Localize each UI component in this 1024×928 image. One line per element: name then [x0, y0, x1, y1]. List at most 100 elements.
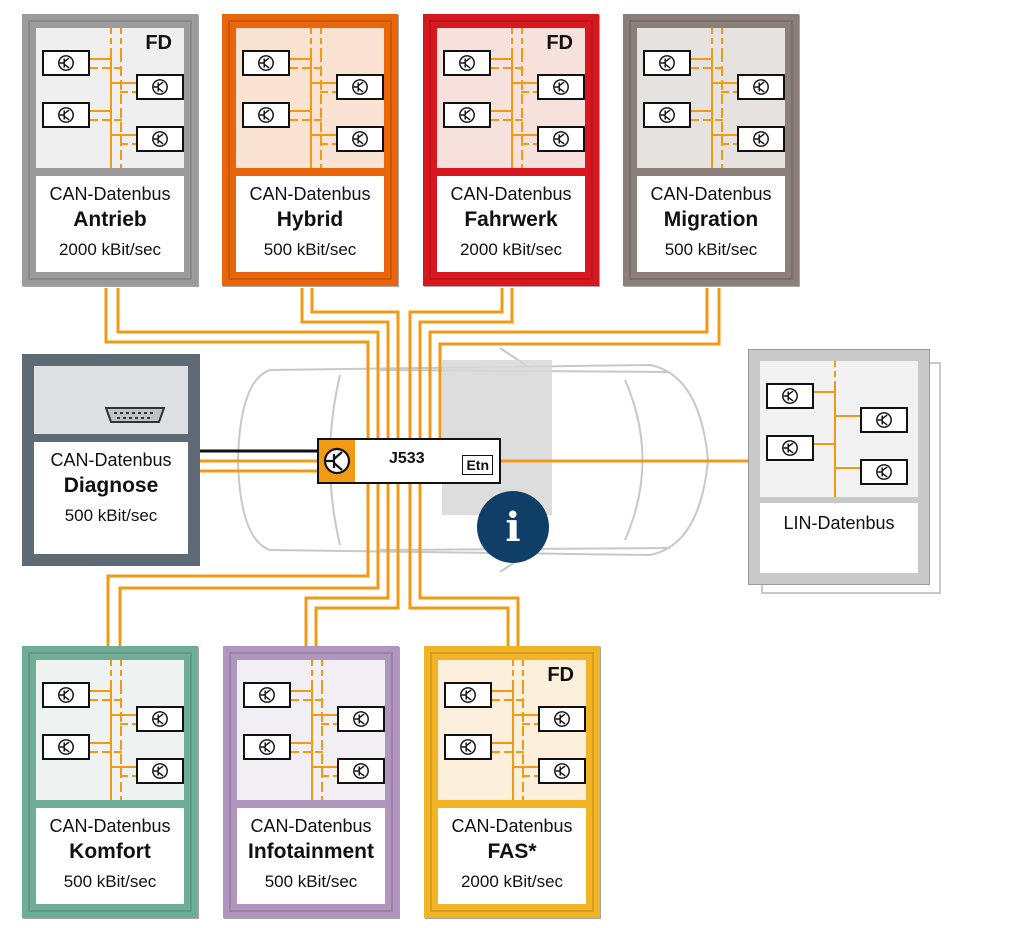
ecu-module[interactable]	[538, 706, 586, 732]
ecu-module[interactable]	[136, 758, 184, 784]
ecu-module[interactable]	[766, 435, 814, 461]
bus-name: Infotainment	[248, 840, 374, 863]
ecu-stub-secondary	[522, 775, 538, 777]
ecu-stub-secondary	[321, 775, 337, 777]
ecu-transistor-icon	[259, 687, 275, 703]
ecu-module[interactable]	[537, 126, 585, 152]
ecu-panel	[637, 28, 785, 168]
ecu-module[interactable]	[643, 102, 691, 128]
lin-ecu-panel	[760, 361, 918, 497]
ecu-stub-secondary	[691, 67, 723, 69]
bus-type: CAN-Datenbus	[49, 816, 171, 836]
ecu-module[interactable]	[643, 50, 691, 76]
ecu-module[interactable]	[538, 758, 586, 784]
ecu-transistor-icon	[259, 739, 275, 755]
ecu-module[interactable]	[42, 682, 90, 708]
ecu-stub	[311, 714, 337, 716]
fd-badge: FD	[546, 32, 573, 54]
ecu-panel: FD	[438, 660, 586, 800]
ecu-module[interactable]	[443, 50, 491, 76]
ecu-transistor-icon	[323, 447, 351, 475]
ecu-stub	[491, 110, 513, 112]
info-glyph: i	[505, 503, 521, 551]
gateway-j533[interactable]: J533 Etn	[317, 438, 501, 484]
ecu-transistor-icon	[659, 107, 675, 123]
ecu-stub-secondary	[491, 67, 523, 69]
bus-line-continuation	[711, 28, 713, 52]
ecu-stub-secondary	[120, 91, 136, 93]
panel-divider	[229, 800, 393, 808]
ecu-module[interactable]	[444, 734, 492, 760]
ecu-module[interactable]	[136, 706, 184, 732]
wire-hybrid-b	[310, 288, 400, 438]
ecu-module[interactable]	[537, 74, 585, 100]
ecu-module[interactable]	[42, 102, 90, 128]
ecu-module[interactable]	[42, 734, 90, 760]
ecu-stub	[492, 690, 514, 692]
ecu-stub-secondary	[90, 119, 122, 121]
wire-antrieb-a	[104, 288, 370, 438]
ecu-transistor-icon	[58, 739, 74, 755]
ecu-module[interactable]	[136, 74, 184, 100]
bus-line-secondary	[120, 52, 122, 168]
ecu-module[interactable]	[136, 126, 184, 152]
ecu-module[interactable]	[443, 102, 491, 128]
ecu-module[interactable]	[444, 682, 492, 708]
bus-box-diagnose[interactable]: CAN-Datenbus Diagnose 500 kBit/sec	[22, 354, 200, 566]
ecu-stub	[491, 58, 513, 60]
ecu-module[interactable]	[42, 50, 90, 76]
ecu-stub	[90, 690, 112, 692]
ecu-stub	[691, 58, 713, 60]
ecu-transistor-icon	[460, 739, 476, 755]
info-icon[interactable]: i	[477, 491, 549, 563]
ecu-panel	[236, 28, 384, 168]
wire-fas-b	[418, 484, 520, 648]
ecu-panel	[237, 660, 385, 800]
ecu-transistor-icon	[352, 79, 368, 95]
ecu-module[interactable]	[336, 126, 384, 152]
ecu-transistor-icon	[459, 107, 475, 123]
ecu-module[interactable]	[737, 126, 785, 152]
wire-infotainment-b	[314, 484, 400, 648]
ecu-stub	[291, 690, 313, 692]
bus-line-continuation	[511, 28, 513, 52]
ecu-module[interactable]	[860, 459, 908, 485]
ecu-module[interactable]	[766, 383, 814, 409]
ecu-module[interactable]	[336, 74, 384, 100]
bus-box-lin[interactable]: LIN-Datenbus	[749, 350, 929, 584]
ecu-module[interactable]	[737, 74, 785, 100]
ecu-module[interactable]	[243, 682, 291, 708]
ecu-stub	[814, 391, 836, 393]
ecu-stub-secondary	[291, 751, 323, 753]
ecu-transistor-icon	[753, 79, 769, 95]
bus-speed: 500 kBit/sec	[263, 240, 357, 259]
ecu-module[interactable]	[242, 102, 290, 128]
ecu-module[interactable]	[337, 758, 385, 784]
ecu-stub	[492, 742, 514, 744]
bus-line-continuation	[321, 660, 323, 684]
ecu-module[interactable]	[243, 734, 291, 760]
ecu-module[interactable]	[860, 407, 908, 433]
ecu-stub-secondary	[120, 143, 136, 145]
bus-line-continuation	[521, 28, 523, 52]
ecu-stub	[90, 58, 112, 60]
ecu-stub-secondary	[492, 699, 524, 701]
ecu-stub	[290, 58, 312, 60]
ecu-stub	[291, 742, 313, 744]
panel-divider	[28, 168, 192, 176]
ecu-transistor-icon	[58, 107, 74, 123]
ecu-module[interactable]	[337, 706, 385, 732]
ecu-module[interactable]	[242, 50, 290, 76]
bus-type: CAN-Datenbus	[450, 184, 572, 204]
wire-migration-b	[438, 288, 721, 438]
diagnose-label-panel: CAN-Datenbus Diagnose 500 kBit/sec	[34, 442, 188, 554]
